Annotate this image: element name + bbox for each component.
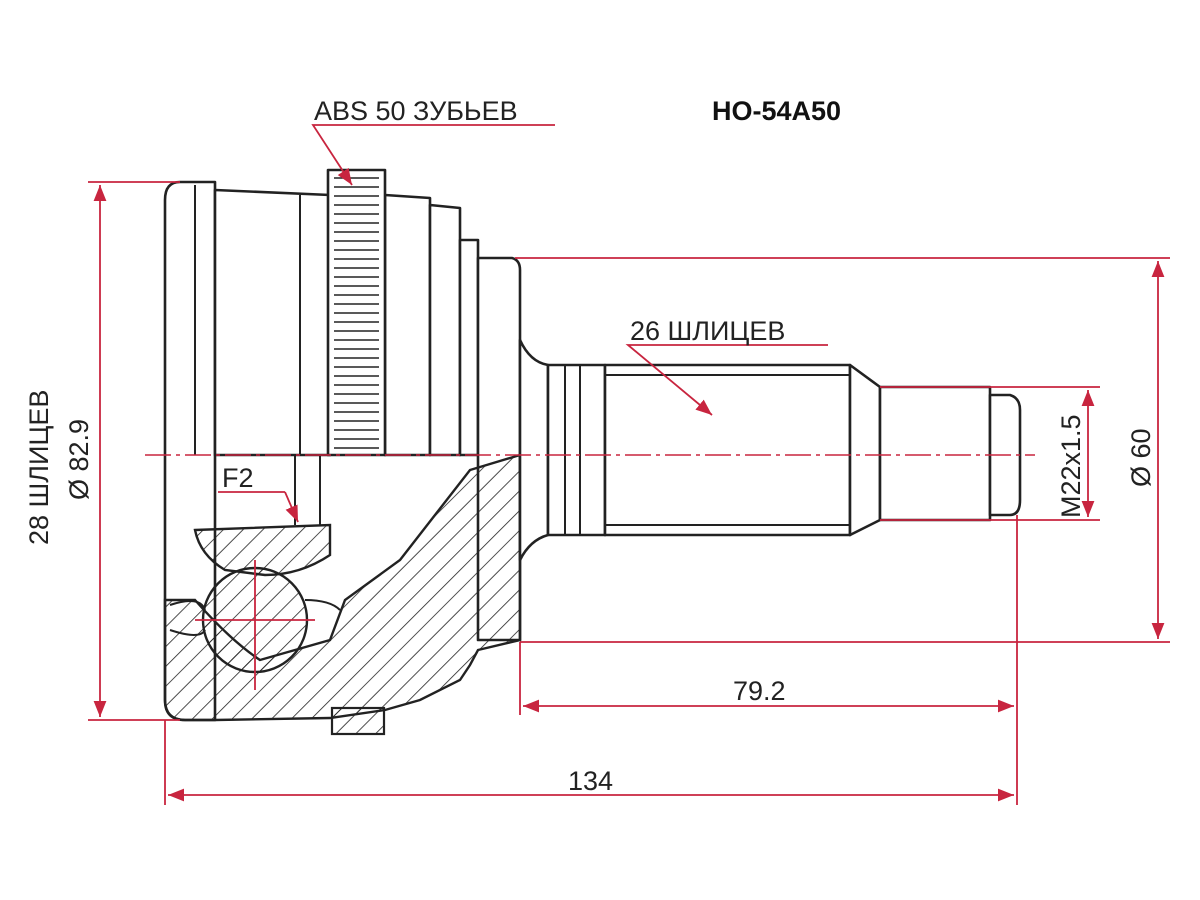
total-length-label: 134 <box>568 766 613 796</box>
dimension-lines <box>88 124 1170 805</box>
neck-diameter-label: Ø 60 <box>1126 428 1156 487</box>
inner-splines-label: 28 ШЛИЦЕВ <box>24 390 54 545</box>
part-number: HO-54A50 <box>712 96 841 126</box>
f2-label: F2 <box>222 463 254 493</box>
shaft-length-label: 79.2 <box>733 676 786 706</box>
stub-shaft <box>518 338 1022 562</box>
abs-ring <box>326 168 387 457</box>
outer-diameter-label: Ø 82.9 <box>64 419 94 500</box>
abs-label: ABS 50 ЗУБЬЕВ <box>314 96 518 126</box>
thread-label: M22x1.5 <box>1056 414 1086 518</box>
outer-splines-label: 26 ШЛИЦЕВ <box>630 316 785 346</box>
section-view <box>163 453 522 736</box>
